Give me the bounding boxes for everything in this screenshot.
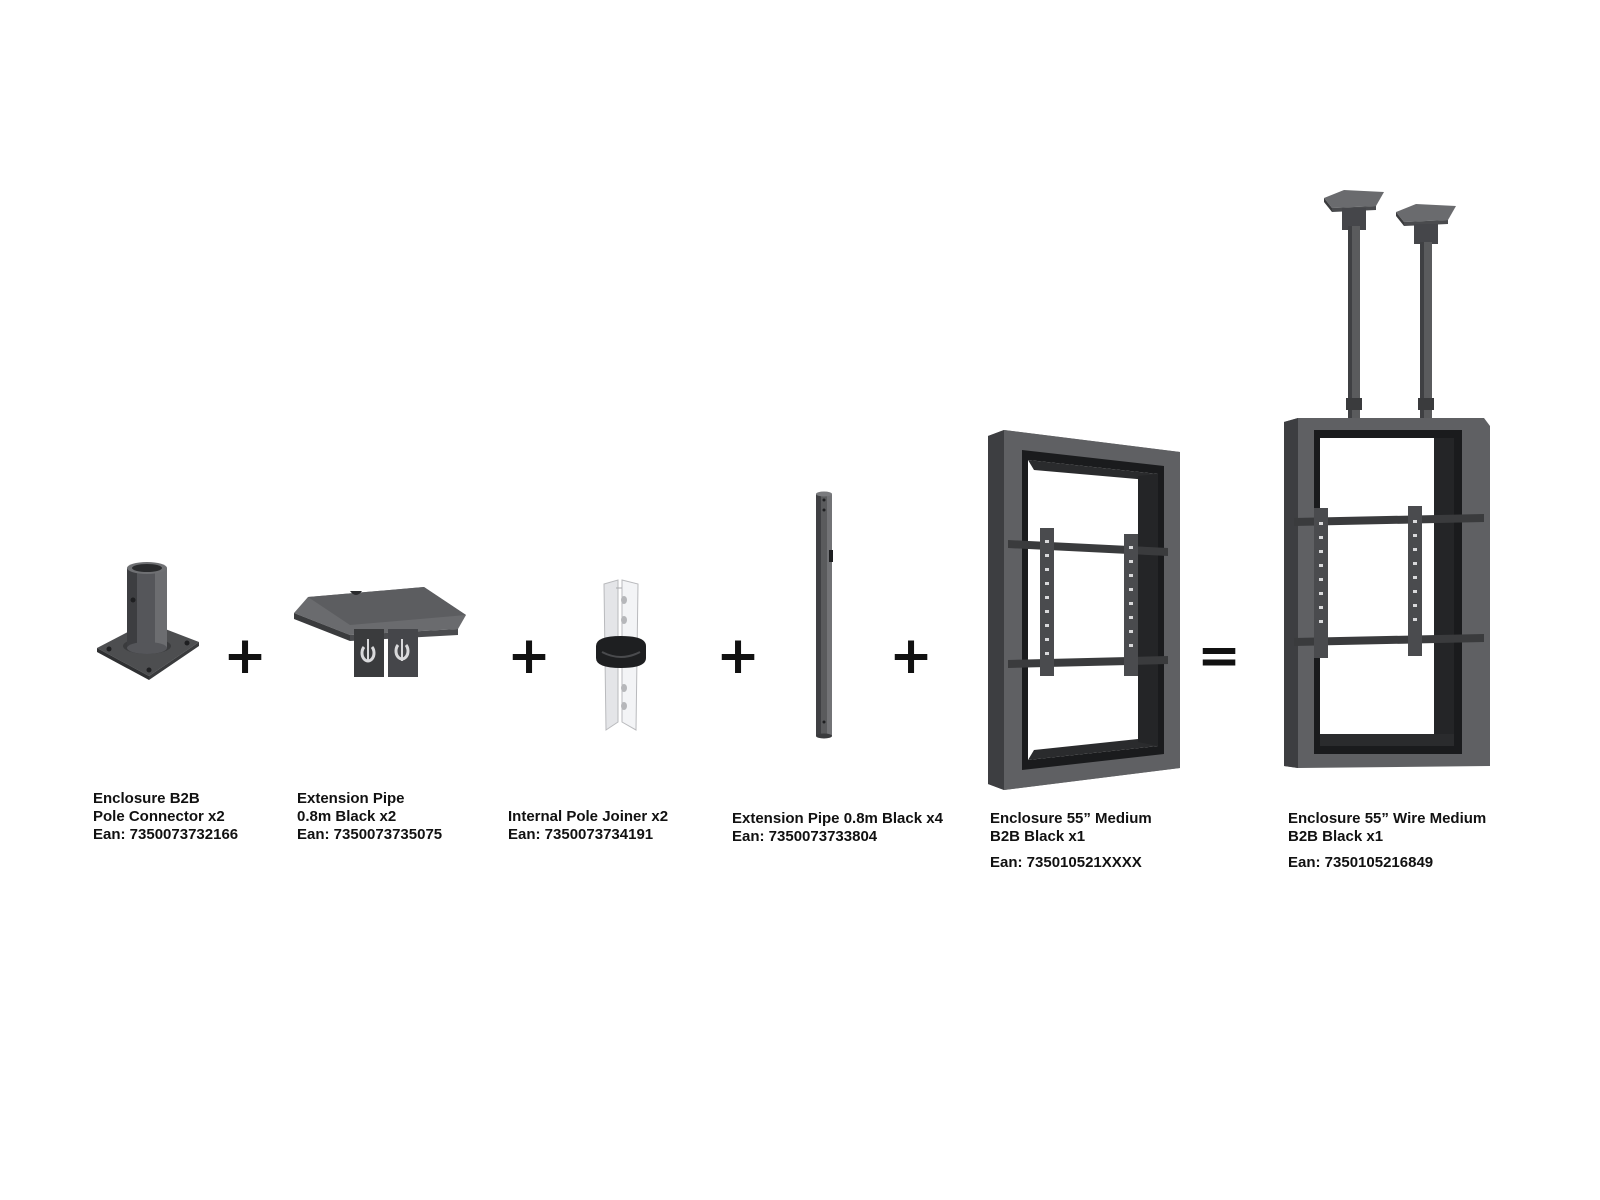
label-line: Enclosure 55” Wire Medium	[1288, 810, 1487, 827]
pole-joiner-image	[592, 578, 652, 738]
ean-code: Ean: 7350073733804	[732, 828, 878, 845]
product-label-pole-joiner: Internal Pole Joiner x2 Ean: 73500737341…	[508, 808, 668, 844]
pole-connector-image	[95, 560, 205, 680]
ceiling-mounted-enclosure-image	[1284, 186, 1504, 796]
label-line: B2B Black x1	[990, 828, 1086, 845]
label-line: Extension Pipe	[297, 790, 405, 807]
extension-pipe-image	[812, 490, 836, 740]
label-line: Extension Pipe 0.8m Black x4	[732, 810, 943, 827]
equals-sign: =	[1197, 626, 1241, 686]
product-label-extension-pipe: Extension Pipe 0.8m Black x4 Ean: 735007…	[732, 810, 943, 846]
label-line: Internal Pole Joiner x2	[508, 808, 669, 825]
ceiling-plate-image	[290, 585, 470, 685]
plus-sign: +	[889, 626, 933, 686]
ean-code: Ean: 7350105216849	[1288, 854, 1434, 871]
label-line: B2B Black x1	[1288, 828, 1384, 845]
plus-sign: +	[223, 626, 267, 686]
enclosure-frame-image	[988, 430, 1188, 790]
product-label-ceiling-plate: Extension Pipe 0.8m Black x2 Ean: 735007…	[297, 790, 442, 844]
product-label-enclosure-medium: Enclosure 55” Medium B2B Black x1 Ean: 7…	[990, 810, 1152, 872]
label-line: Pole Connector x2	[93, 808, 225, 825]
plus-sign: +	[716, 626, 760, 686]
product-label-enclosure-wire-medium: Enclosure 55” Wire Medium B2B Black x1 E…	[1288, 810, 1486, 872]
label-line: Enclosure B2B	[93, 790, 200, 807]
label-line: 0.8m Black x2	[297, 808, 397, 825]
ean-code: Ean: 735010521XXXX	[990, 854, 1142, 871]
product-label-pole-connector: Enclosure B2B Pole Connector x2 Ean: 735…	[93, 790, 238, 844]
ean-code: Ean: 7350073735075	[297, 826, 443, 843]
plus-sign: +	[507, 626, 551, 686]
ean-code: Ean: 7350073734191	[508, 826, 654, 843]
label-line: Enclosure 55” Medium	[990, 810, 1152, 827]
ean-code: Ean: 7350073732166	[93, 826, 239, 843]
